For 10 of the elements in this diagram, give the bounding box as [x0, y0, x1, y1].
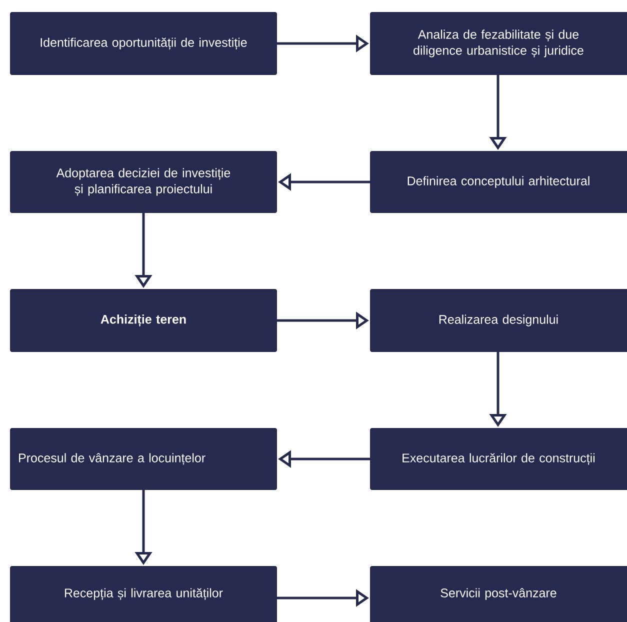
process-box: Servicii post-vânzare: [370, 566, 627, 622]
process-box: Realizarea designului: [370, 289, 627, 352]
process-box: Recepția și livrarea unităților: [10, 566, 277, 622]
process-box: Procesul de vânzare a locuințelor: [10, 428, 277, 490]
process-box: Identificarea oportunității de investiție: [10, 12, 277, 75]
process-box: Adoptarea deciziei de investiție și planificarea proiectului: [10, 151, 277, 213]
process-box: Analiza de fezabilitate și due diligence urbanistice și juridice: [370, 12, 627, 75]
process-box: Achiziție teren: [10, 289, 277, 352]
process-box: Definirea conceptului arhitectural: [370, 151, 627, 213]
process-box: Executarea lucrărilor de construcții: [370, 428, 627, 490]
